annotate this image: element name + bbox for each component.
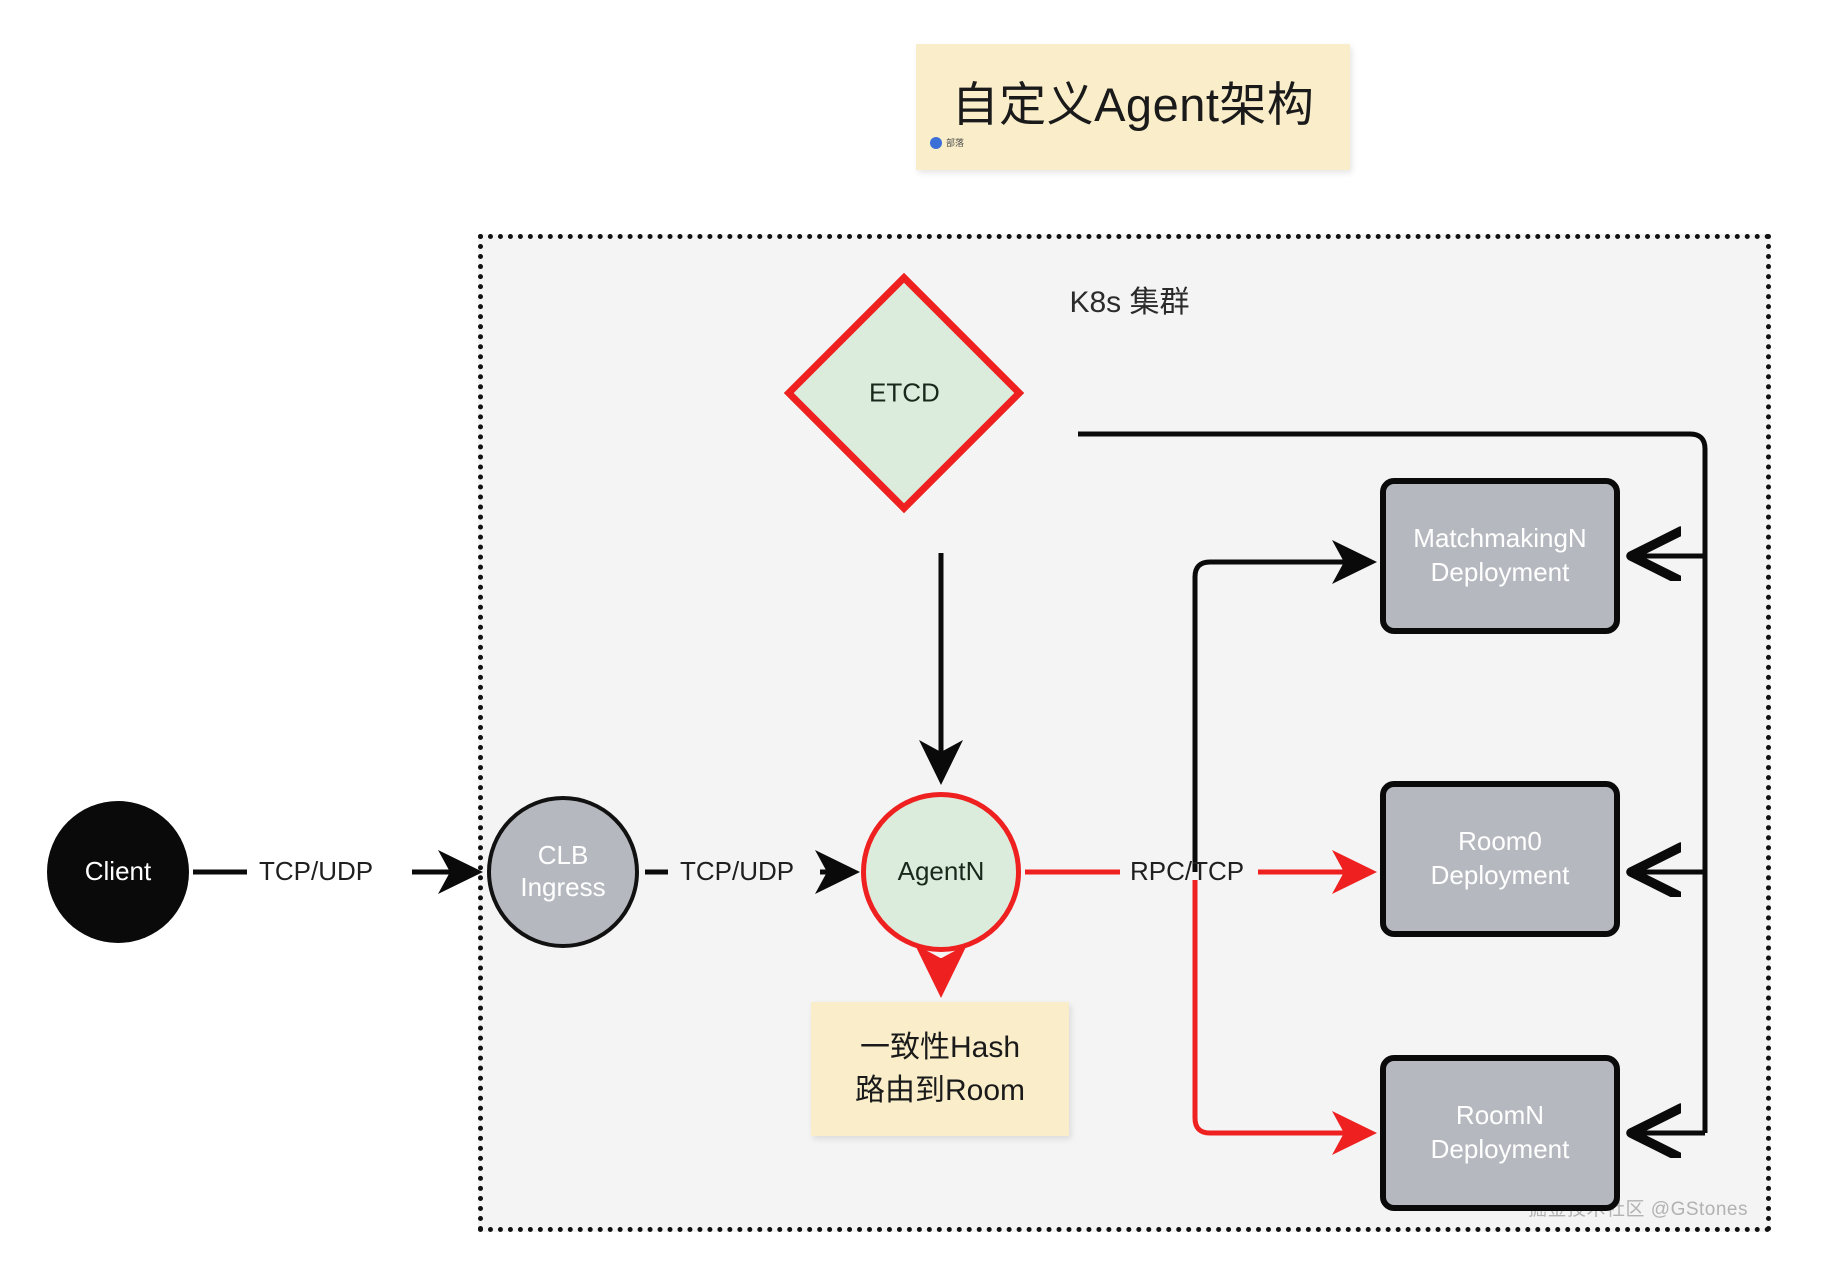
note-hash-line2: 路由到Room: [854, 1074, 1026, 1107]
node-matchmaking-label-line1: MatchmakingN: [1413, 523, 1587, 554]
note-consistent-hash: 一致性Hash 路由到Room: [811, 1002, 1069, 1136]
author-badge-label: 部落: [946, 138, 965, 148]
node-clb-label-line2: Ingress: [520, 872, 606, 902]
node-room0-deployment[interactable]: Room0 Deployment: [1380, 781, 1620, 937]
note-hash-line1: 一致性Hash: [859, 1030, 1021, 1064]
node-etcd-label: ETCD: [868, 377, 940, 408]
node-clb-ingress[interactable]: CLB Ingress: [487, 796, 639, 948]
blue-circle-icon: [930, 136, 942, 149]
node-agentn-label: AgentN: [897, 856, 985, 887]
node-matchmaking-deployment[interactable]: MatchmakingN Deployment: [1380, 478, 1620, 634]
node-client-label: Client: [84, 856, 152, 887]
author-badge: 部落: [930, 136, 964, 149]
node-roomn-label-line1: RoomN: [1455, 1100, 1545, 1131]
node-client[interactable]: Client: [47, 801, 189, 943]
node-roomn-label-line2: Deployment: [1430, 1134, 1570, 1164]
edge-label-clb-to-agent: TCP/UDP: [680, 856, 795, 886]
title-banner: 自定义Agent架构 部落: [916, 44, 1350, 170]
edge-label-agent-to-rooms: RPC/TCP: [1130, 856, 1245, 886]
node-roomn-deployment[interactable]: RoomN Deployment: [1380, 1055, 1620, 1211]
node-agentn[interactable]: AgentN: [861, 792, 1021, 952]
node-room0-label-line1: Room0: [1458, 826, 1542, 857]
cluster-label: K8s 集群: [1069, 286, 1190, 319]
node-clb-label-line1: CLB: [537, 840, 589, 871]
edge-label-client-to-clb: TCP/UDP: [259, 856, 374, 886]
node-room0-label-line2: Deployment: [1430, 860, 1570, 890]
node-matchmaking-label-line2: Deployment: [1430, 557, 1570, 587]
page-title: 自定义Agent架构: [951, 78, 1315, 131]
